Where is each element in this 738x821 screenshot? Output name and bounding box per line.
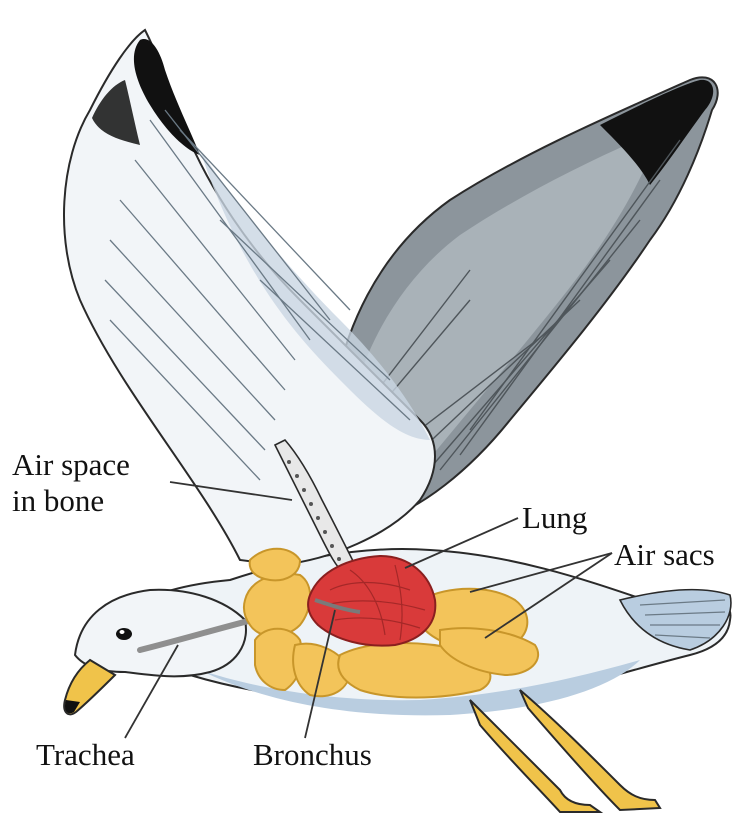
label-lung: Lung bbox=[522, 500, 587, 535]
eye bbox=[116, 628, 132, 640]
label-air-sacs: Air sacs bbox=[614, 537, 715, 572]
label-bronchus: Bronchus bbox=[253, 737, 372, 772]
bird-head bbox=[64, 590, 246, 715]
label-trachea: Trachea bbox=[36, 737, 135, 772]
label-air-space-line2: in bone bbox=[12, 483, 104, 518]
label-air-space-line1: Air space bbox=[12, 447, 130, 482]
